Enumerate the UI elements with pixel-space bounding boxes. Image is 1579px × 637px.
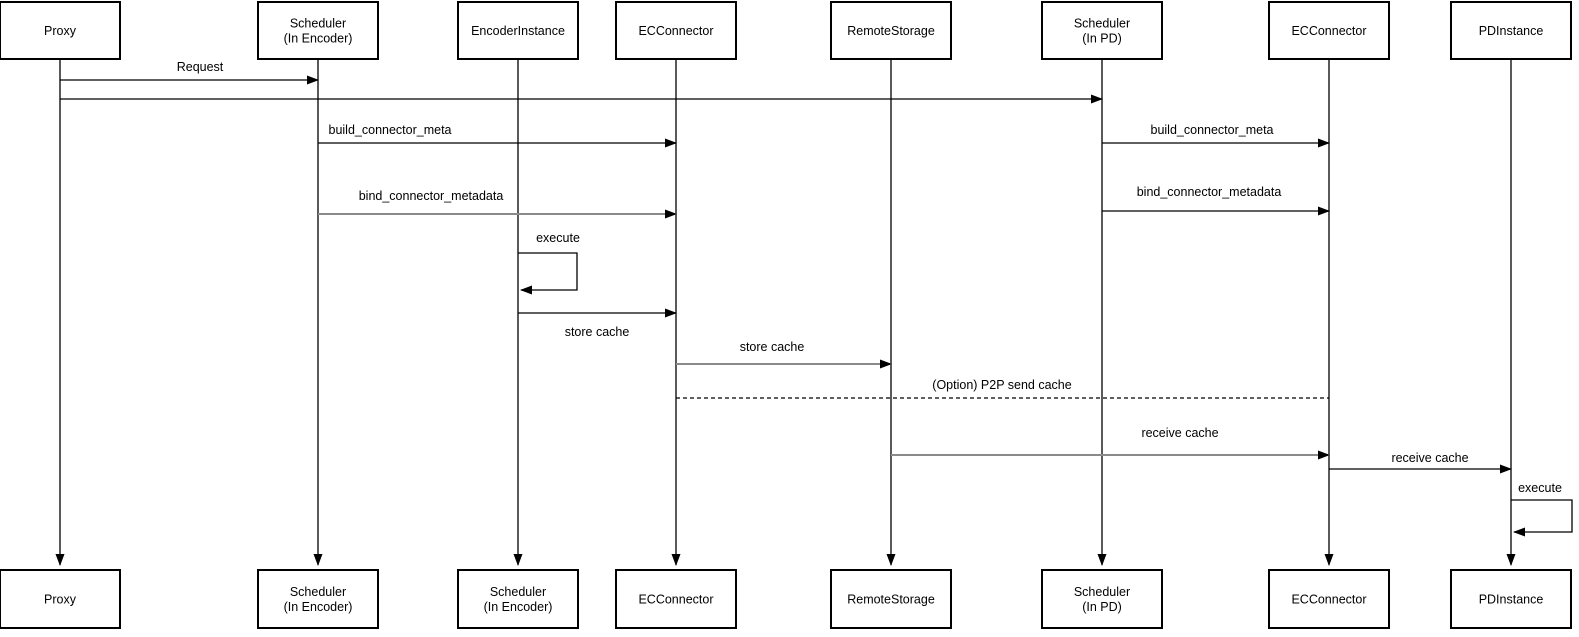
message-label-p2p-send-cache-option: (Option) P2P send cache	[932, 378, 1071, 392]
participant-bottom-box-ec-connector-pd	[1268, 569, 1390, 629]
participant-bottom-box-ec-connector-encoder	[615, 569, 737, 629]
participant-top-box-scheduler-in-pd	[1041, 1, 1163, 60]
message-self-loop-execute-pd-instance	[1511, 499, 1573, 537]
participant-top-label-scheduler-in-encoder: Scheduler(In Encoder)	[284, 17, 353, 46]
participant-bottom-box-scheduler-in-pd	[1041, 569, 1163, 629]
participant-top-box-encoder-instance	[457, 1, 579, 60]
participant-top-label-remote-storage: RemoteStorage	[847, 24, 935, 38]
participant-bottom-box-encoder-instance	[457, 569, 579, 629]
participant-top-label-scheduler-in-pd: Scheduler(In PD)	[1074, 17, 1130, 46]
participant-bottom-box-proxy	[0, 569, 121, 629]
message-label-encoder-store-cache: store cache	[565, 325, 630, 339]
participant-top-label-pd-instance: PDInstance	[1479, 24, 1544, 38]
participant-top-box-proxy	[0, 1, 121, 60]
message-self-loop-execute-encoder-instance	[518, 252, 578, 295]
message-label-build-connector-meta-encoder: build_connector_meta	[329, 123, 452, 137]
participant-bottom-box-remote-storage	[830, 569, 952, 629]
participant-bottom-label-ec-connector-encoder: ECConnector	[638, 593, 713, 607]
participant-top-box-remote-storage	[830, 1, 952, 60]
participant-top-label-ec-connector-pd: ECConnector	[1291, 24, 1366, 38]
message-label-receive-cache-to-pd-instance: receive cache	[1391, 451, 1468, 465]
participant-top-box-ec-connector-encoder	[615, 1, 737, 60]
message-label-store-cache-remote: store cache	[740, 340, 805, 354]
participant-bottom-label-scheduler-in-pd: Scheduler(In PD)	[1074, 585, 1130, 614]
participant-bottom-label-encoder-instance: Scheduler(In Encoder)	[484, 585, 553, 614]
message-label-receive-cache-from-storage: receive cache	[1141, 426, 1218, 440]
participant-bottom-label-proxy: Proxy	[44, 593, 77, 607]
participant-top-box-scheduler-in-encoder	[257, 1, 379, 60]
participant-bottom-label-ec-connector-pd: ECConnector	[1291, 593, 1366, 607]
participant-bottom-box-pd-instance	[1450, 569, 1572, 629]
message-label-execute-encoder-instance: execute	[536, 231, 580, 245]
participant-bottom-label-remote-storage: RemoteStorage	[847, 593, 935, 607]
message-label-bind-connector-metadata-pd: bind_connector_metadata	[1137, 185, 1282, 199]
participant-top-label-ec-connector-encoder: ECConnector	[638, 24, 713, 38]
participant-bottom-label-pd-instance: PDInstance	[1479, 593, 1544, 607]
participant-top-box-pd-instance	[1450, 1, 1572, 60]
participant-bottom-box-scheduler-in-encoder	[257, 569, 379, 629]
participant-top-box-ec-connector-pd	[1268, 1, 1390, 60]
message-label-build-connector-meta-pd: build_connector_meta	[1151, 123, 1274, 137]
message-label-bind-connector-metadata-encoder: bind_connector_metadata	[359, 189, 504, 203]
participant-top-label-encoder-instance: EncoderInstance	[471, 24, 565, 38]
message-label-request: Request	[177, 60, 224, 74]
message-label-execute-pd-instance: execute	[1518, 481, 1562, 495]
participant-bottom-label-scheduler-in-encoder: Scheduler(In Encoder)	[284, 585, 353, 614]
participant-top-label-proxy: Proxy	[44, 24, 77, 38]
